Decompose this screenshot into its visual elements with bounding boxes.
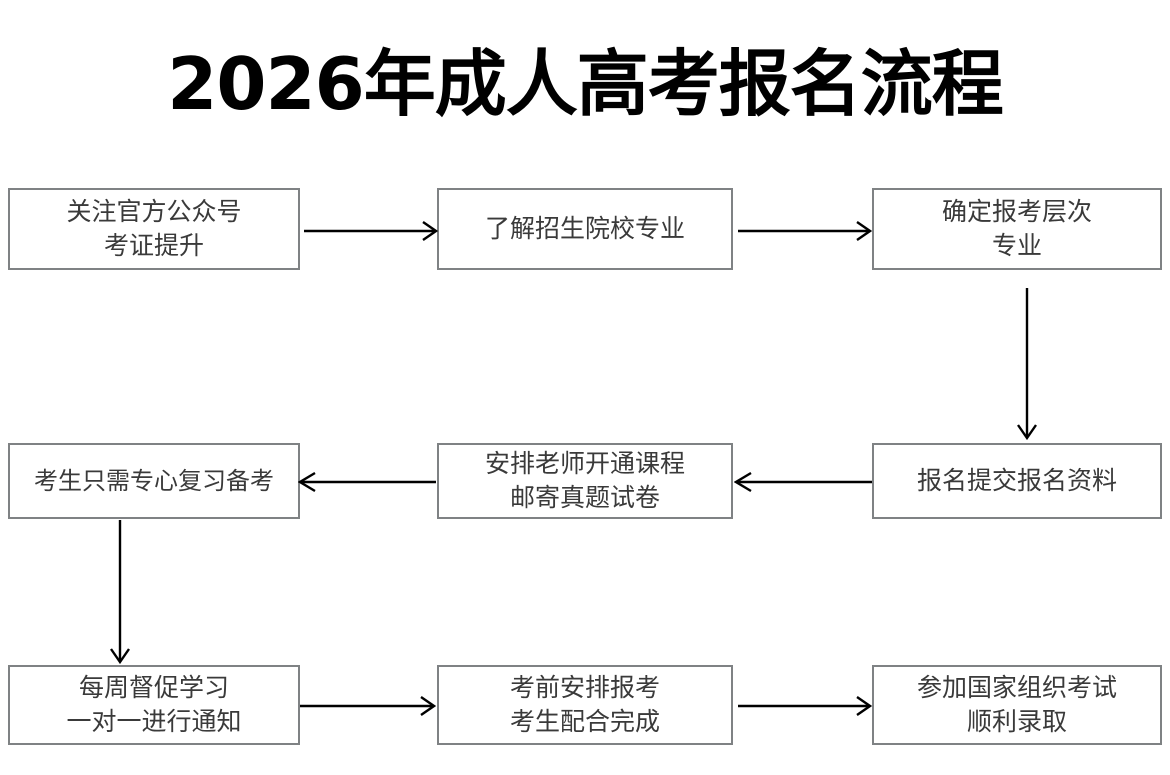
flow-node-label-line: 考生只需专心复习备考	[34, 467, 274, 495]
arrow-node3-to-node6	[1013, 288, 1041, 440]
page-title: 2026年成人高考报名流程	[167, 42, 1003, 126]
flow-node-label-line: 了解招生院校专业	[484, 214, 685, 243]
flow-node-submit-application-materials[interactable]: 报名提交报名资料	[872, 443, 1162, 519]
flow-node-label-line: 考证提升	[103, 231, 204, 260]
flow-node-label-line: 参加国家组织考试	[916, 673, 1117, 702]
flow-node-confirm-level-major[interactable]: 确定报考层次 专业	[872, 188, 1162, 270]
flow-node-label-line: 考前安排报考	[509, 673, 660, 702]
flow-node-teacher-opens-course[interactable]: 安排老师开通课程 邮寄真题试卷	[437, 443, 733, 519]
flow-node-label-line: 考生配合完成	[509, 707, 660, 736]
flow-node-focus-on-review[interactable]: 考生只需专心复习备考	[8, 443, 300, 519]
flow-node-label-line: 一对一进行通知	[66, 707, 242, 736]
flow-node-label-line: 确定报考层次	[941, 197, 1092, 226]
flow-node-pre-exam-registration[interactable]: 考前安排报考 考生配合完成	[437, 665, 733, 745]
flow-node-label-line: 关注官方公众号	[66, 197, 242, 226]
arrow-node2-to-node3	[738, 217, 872, 245]
arrow-node8-to-node9	[738, 692, 872, 720]
flow-node-learn-schools-majors[interactable]: 了解招生院校专业	[437, 188, 733, 270]
flow-node-label-line: 报名提交报名资料	[916, 466, 1117, 495]
flow-node-label-line: 顺利录取	[966, 707, 1067, 736]
flow-node-weekly-study-supervision[interactable]: 每周督促学习 一对一进行通知	[8, 665, 300, 745]
arrow-node4-to-node7	[106, 520, 134, 664]
flow-node-take-national-exam[interactable]: 参加国家组织考试 顺利录取	[872, 665, 1162, 745]
flow-node-label-line: 安排老师开通课程	[484, 449, 685, 478]
flow-node-label-line: 每周督促学习	[78, 673, 229, 702]
arrow-node5-to-node4	[298, 468, 438, 496]
flow-node-label-line: 专业	[991, 231, 1042, 260]
arrow-node7-to-node8	[300, 692, 436, 720]
flow-node-label-line: 邮寄真题试卷	[509, 483, 660, 512]
arrow-node1-to-node2	[304, 217, 438, 245]
flow-node-follow-official-account[interactable]: 关注官方公众号 考证提升	[8, 188, 300, 270]
arrow-node6-to-node5	[734, 468, 874, 496]
